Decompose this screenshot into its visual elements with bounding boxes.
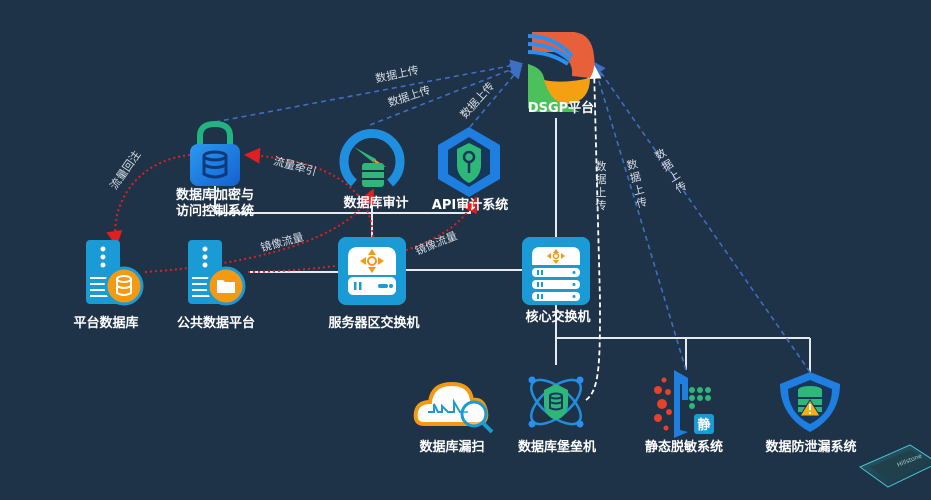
api-audit-label: API审计系统 — [431, 198, 509, 213]
mirror-line-2 — [247, 196, 477, 273]
server-switch-label: 服务器区交换机 — [328, 316, 420, 331]
gauge-database-icon[interactable] — [339, 129, 405, 187]
db-scan-label: 数据库漏扫 — [419, 440, 485, 455]
upload-line-encrypt — [214, 59, 524, 123]
switch-icon[interactable] — [338, 237, 406, 305]
platform-db-label: 平台数据库 — [73, 316, 139, 331]
hexagon-shield-key-icon[interactable] — [438, 127, 500, 197]
mirror-line-1 — [144, 188, 375, 273]
dsgp-logo-icon[interactable] — [527, 32, 595, 112]
core-switch-icon[interactable] — [522, 237, 590, 305]
db-encrypt-label-1: 数据库加密与 — [175, 188, 255, 203]
atom-shield-icon[interactable] — [524, 372, 588, 432]
wire-encrypt-to-switch — [214, 185, 372, 214]
static-mask-label: 静态脱敏系统 — [644, 440, 724, 455]
db-bastion-label: 数据库堡垒机 — [517, 440, 597, 455]
upload-line-bastion — [585, 64, 602, 401]
cloud-scan-icon[interactable] — [413, 381, 494, 434]
db-audit-label: 数据库审计 — [343, 196, 409, 211]
server-database-icon[interactable] — [86, 240, 144, 306]
upload-lines — [214, 59, 811, 373]
dlp-label: 数据防泄漏系统 — [765, 440, 857, 455]
db-encrypt-label-2: 访问控制系统 — [175, 204, 255, 219]
upload-line-api — [469, 65, 523, 128]
static-badge-text: 静 — [697, 417, 710, 433]
upload-label-bastion: 数据上传 — [595, 160, 607, 212]
upload-line-dlp — [593, 61, 811, 373]
traffic-lines — [106, 147, 477, 273]
public-data-label: 公共数据平台 — [176, 316, 256, 331]
core-switch-label: 核心交换机 — [525, 310, 591, 325]
static-masking-icon[interactable]: 静 — [654, 370, 714, 438]
shield-warning-database-icon[interactable] — [780, 372, 840, 432]
server-folder-icon[interactable] — [188, 240, 246, 306]
lock-database-icon[interactable] — [190, 120, 240, 186]
upload-line-mask — [591, 64, 687, 371]
traffic-reinject-line — [106, 154, 191, 247]
dsgp-label: DSGP平台 — [527, 101, 595, 116]
traffic-pull-line — [244, 147, 374, 253]
decorative-chip: Hillstone — [858, 444, 931, 488]
